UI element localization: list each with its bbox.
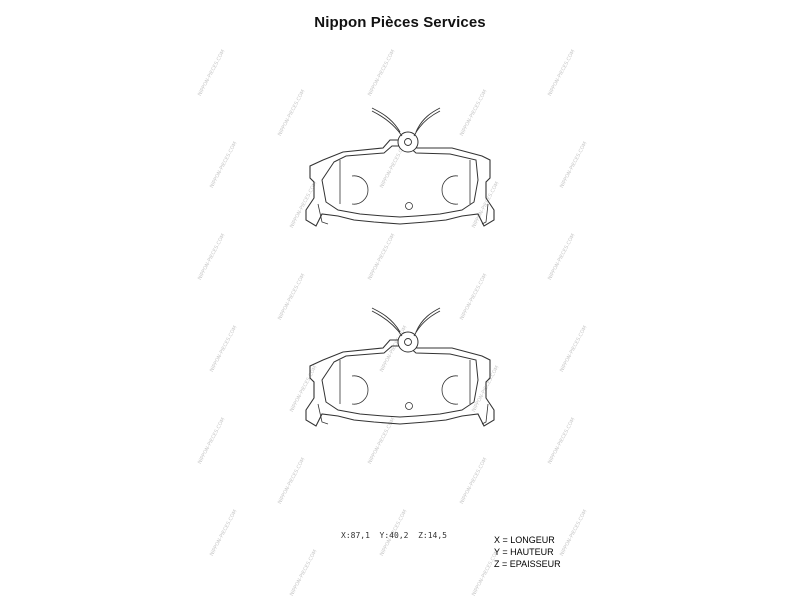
legend-item-x: X = LONGEUR — [494, 535, 555, 545]
dimension-readout: X:87,1 Y:40,2 Z:14,5 — [341, 531, 447, 540]
brake-pad-bottom — [305, 307, 495, 427]
dimension-x: X:87,1 — [341, 531, 370, 540]
legend-item-z: Z = EPAISSEUR — [494, 559, 561, 569]
dimension-z: Z:14,5 — [418, 531, 447, 540]
drawing-sheet — [180, 0, 620, 600]
page-title: Nippon Pièces Services — [314, 14, 486, 31]
dimension-legend: X = LONGEUR Y = HAUTEUR Z = EPAISSEUR — [494, 534, 561, 570]
dimension-y: Y:40,2 — [379, 531, 409, 540]
brake-pad-top — [305, 107, 495, 227]
legend-item-y: Y = HAUTEUR — [494, 547, 554, 557]
